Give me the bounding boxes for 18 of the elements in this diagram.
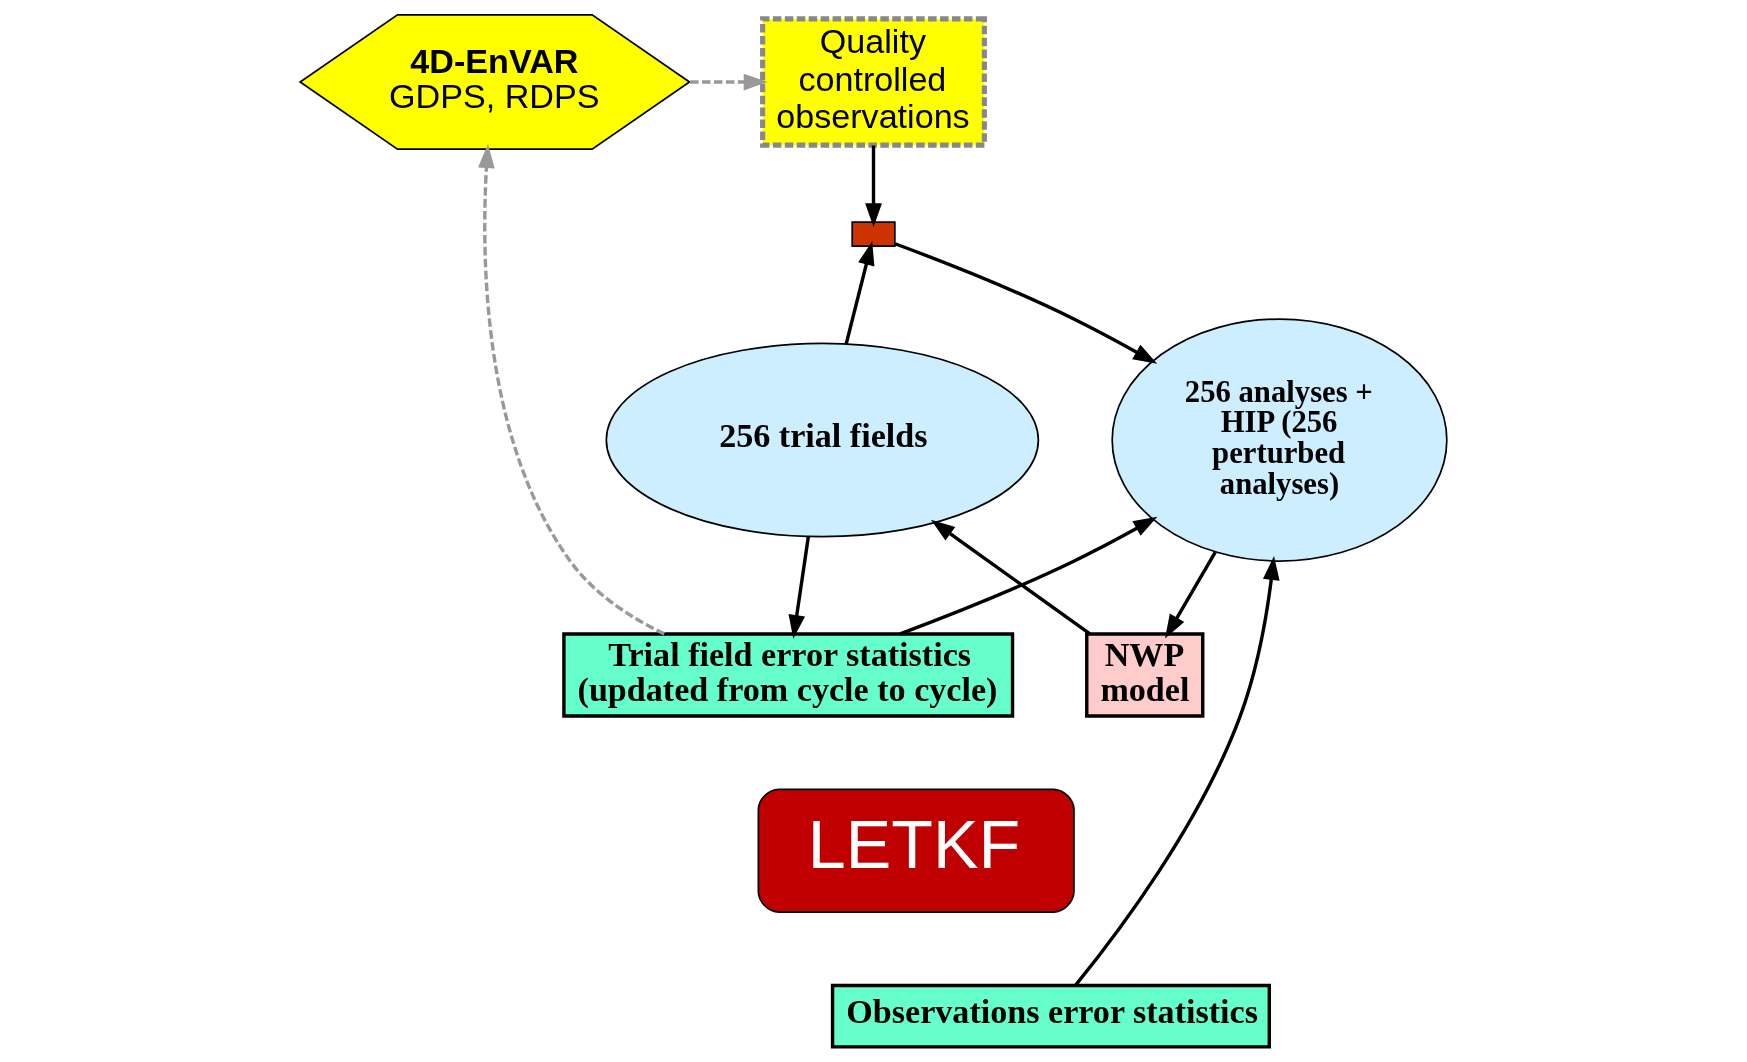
node-ellipse: 256 trial fields: [605, 342, 1040, 538]
arrow: [865, 145, 882, 228]
node-box: Observations error statistics: [830, 983, 1271, 1049]
arrow: [788, 536, 811, 639]
node-box: Quality controlled observations: [760, 16, 987, 148]
node-box: [851, 221, 896, 247]
node-box: LETKF: [757, 788, 1075, 913]
node-ellipse: 256 analyses + HIP (256 perturbed analyses): [1111, 318, 1448, 562]
arrow: [1165, 551, 1217, 639]
arrow: [1074, 556, 1280, 987]
arrow: [930, 519, 1091, 636]
node-box: NWP model: [1085, 632, 1205, 718]
arrow: [478, 144, 665, 636]
node-box: Trial field error statistics (updated from cycle to cycle): [562, 632, 1015, 718]
arrow: [899, 516, 1158, 636]
arrow: [894, 242, 1158, 364]
arrow: [690, 73, 768, 91]
arrow: [844, 241, 875, 345]
